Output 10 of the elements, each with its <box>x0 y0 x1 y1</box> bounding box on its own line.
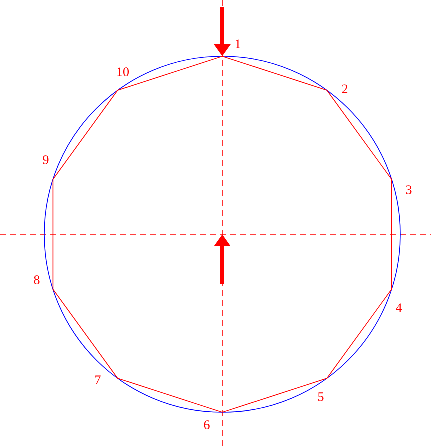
vertex-number: 4 <box>396 304 402 312</box>
vertex-number: 2 <box>342 84 348 94</box>
vertex-number: 9 <box>43 156 49 164</box>
vertex-number: 6 <box>204 420 210 430</box>
vertex-number: 7 <box>96 376 101 384</box>
vertex-number: 3 <box>406 186 412 194</box>
vertex-number: 8 <box>34 276 40 284</box>
vertex-number: 10 <box>118 68 129 76</box>
vertex-number: 5 <box>318 392 324 402</box>
vertex-number: 1 <box>236 40 240 48</box>
